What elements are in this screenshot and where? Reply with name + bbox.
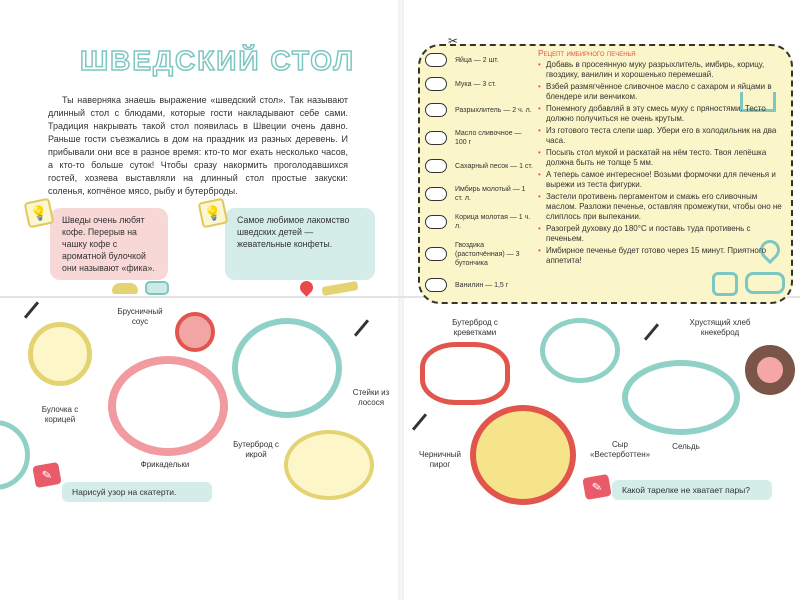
vanilla-icon (425, 278, 447, 292)
ingredient: Мука — 3 ст. (455, 80, 497, 88)
tip-coffee: Шведы очень любят кофе. Перерыв на чашку… (50, 208, 168, 280)
recipe-title: Рецепт имбирного печенья (538, 48, 636, 58)
label-cheese: Сыр «Вестерботтен» (589, 440, 651, 459)
recipe-step: А теперь самое интересное! Возьми формоч… (538, 170, 788, 190)
label-cinnamon-bun: Булочка с корицей (41, 405, 79, 424)
task-left: Нарисуй узор на скатерти. (62, 482, 212, 502)
plate-meatballs (108, 356, 228, 456)
ingredients-list: Яйца — 2 шт. Мука — 3 ст. Разрыхлитель —… (425, 52, 535, 294)
butter-icon (425, 131, 447, 145)
label-herring: Сельдь (672, 442, 700, 451)
label-lingonberry: Брусничный соус (117, 307, 163, 326)
horse-cutter-icon (745, 272, 785, 294)
eggs-icon (425, 53, 447, 67)
recipe-step: Имбирное печенье будет готово через 15 м… (538, 246, 788, 266)
recipe-step: Разогрей духовку до 180°С и поставь туда… (538, 224, 788, 244)
plate-salmon (232, 318, 342, 418)
cinnamon-icon (425, 215, 447, 229)
plate-cinnamon-bun (28, 322, 92, 386)
ingredient: Разрыхлитель — 2 ч. л. (455, 106, 532, 114)
scissors-icon: ✂ (448, 34, 459, 48)
fork-icon (411, 413, 428, 431)
baking-powder-icon (425, 103, 447, 117)
recipe-step: Застели противень пергаментом и смажь ег… (538, 192, 788, 222)
label-salmon: Стейки из лосося (352, 388, 390, 407)
tablecloth-edge (0, 296, 800, 298)
tip-candy: Самое любимое лакомство шведских детей —… (225, 208, 375, 280)
label-meatballs: Фрикадельки (140, 460, 190, 469)
bun-icon (112, 283, 138, 294)
cloves-icon (425, 247, 447, 261)
fork-icon (353, 319, 370, 337)
fork-icon (643, 323, 660, 341)
plate-herring (622, 360, 740, 435)
plate-lingonberry-sauce (175, 312, 215, 352)
blueberry-pie (470, 405, 576, 505)
label-shrimp-sandwich: Бутерброд с креветками (452, 318, 498, 337)
lightbulb-icon: 💡 (23, 197, 55, 229)
recipe-step: Добавь в просеянную муку разрыхлитель, и… (538, 60, 788, 80)
lightbulb-icon: 💡 (197, 197, 229, 229)
knackebrod-icon (745, 345, 795, 395)
ingredient: Гвоздика (растолчённая) — 3 бутончика (455, 241, 520, 267)
intro-text: Ты наверняка знаешь выражение «шведский … (48, 95, 348, 196)
plate-shrimp-sandwich (420, 342, 510, 405)
ingredient: Яйца — 2 шт. (455, 56, 499, 64)
task-right: Какой тарелке не хватает пары? (612, 480, 772, 500)
pencil-icon: ✎ (582, 473, 612, 501)
ginger-icon (425, 187, 447, 201)
plate-partial (0, 420, 30, 490)
pencil-icon: ✎ (32, 461, 62, 489)
plate-caviar-sandwich (284, 430, 374, 500)
moose-cutter-icon (712, 272, 738, 296)
label-blueberry-pie: Черничный пирог (419, 450, 461, 469)
heart-candy-icon (297, 278, 316, 297)
ingredient: Имбирь молотый — 1 ст. л. (455, 186, 526, 202)
sugar-bowl-icon (425, 159, 447, 173)
ingredient: Сахарный песок — 1 ст. (455, 162, 533, 170)
flour-bowl-icon (425, 77, 447, 91)
recipe-step: Взбей размягчённое сливочное масло с сах… (538, 82, 788, 102)
recipe-steps: Добавь в просеянную муку разрыхлитель, и… (538, 60, 788, 268)
plate-cheese (540, 318, 620, 383)
page-title: Шведский стол (79, 44, 355, 77)
recipe-step: Посыпь стол мукой и раскатай на нём тест… (538, 148, 788, 168)
ingredient: Масло сливочное — 100 г (455, 130, 522, 146)
recipe-step: Понемногу добавляй в эту смесь муку с пр… (538, 104, 788, 124)
fork-icon (23, 301, 40, 319)
label-knackebrod: Хрустящий хлеб кнекеброд (689, 318, 751, 337)
recipe-step: Из готового теста слепи шар. Убери его в… (538, 126, 788, 146)
candy-bar-icon (321, 280, 359, 297)
coffee-cup-icon (145, 281, 169, 295)
label-caviar-sandwich: Бутерброд с икрой (233, 440, 279, 459)
book-gutter (398, 0, 404, 600)
ingredient: Корица молотая — 1 ч. л. (455, 214, 531, 230)
ingredient: Ванилин — 1,5 г (455, 281, 509, 289)
